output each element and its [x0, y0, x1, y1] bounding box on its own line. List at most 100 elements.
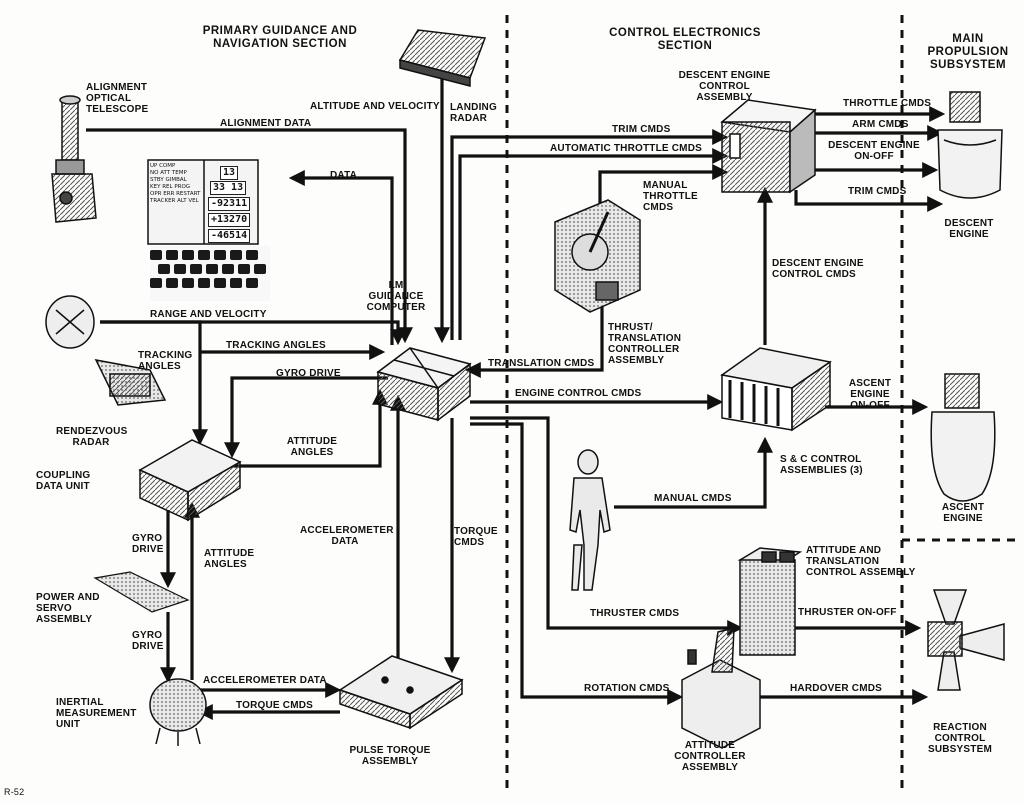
- coupling-data-unit-illustration: [138, 439, 242, 522]
- signal-ascent-on-off: ASCENT ENGINE ON-OFF: [848, 378, 892, 411]
- signal-gyro-drive-2: GYRO DRIVE: [132, 630, 164, 652]
- power-servo-illustration: [93, 571, 190, 613]
- dsky-indicator-label: UP: [150, 163, 158, 169]
- line-auto-throttle: [458, 148, 729, 340]
- rendezvous-radar-illustration: [45, 295, 167, 406]
- descent-engine-illustration: [937, 91, 1003, 199]
- imu-illustration: [149, 678, 207, 746]
- signal-translation-cmds: TRANSLATION CMDS: [488, 358, 595, 369]
- page-reference: R-52: [4, 787, 25, 797]
- signal-throttle-cmds: THROTTLE CMDS: [843, 98, 932, 109]
- atca-illustration: [737, 547, 803, 656]
- lgc-illustration: [376, 347, 472, 422]
- label-deca: DESCENT ENGINE CONTROL ASSEMBLY: [678, 70, 771, 103]
- dsky-indicator-label: OPR ERR: [150, 191, 175, 197]
- signal-tracking-angles: TRACKING ANGLES: [226, 340, 326, 351]
- dsky-indicator-label: NO ATT: [150, 170, 171, 176]
- label-coupling-data-unit: COUPLING DATA UNIT: [36, 470, 91, 492]
- label-rcs: REACTION CONTROL SUBSYSTEM: [927, 722, 993, 755]
- line-gyro-drive-cdu: [224, 376, 388, 459]
- signal-arm-cmds: ARM CMDS: [852, 119, 909, 130]
- astronaut-illustration: [569, 449, 611, 591]
- line-manual-cmds: [614, 436, 773, 509]
- pulse-torque-illustration: [338, 655, 464, 730]
- line-radar-cdu: [100, 320, 208, 446]
- line-trim-cmds-out: [794, 190, 944, 212]
- label-pulse-torque: PULSE TORQUE ASSEMBLY: [349, 745, 431, 767]
- section-dividers: [505, 15, 1020, 795]
- dsky-indicator-label: KEY REL: [150, 184, 173, 190]
- line-range-velocity: [100, 320, 406, 346]
- line-alignment-data: [86, 128, 413, 344]
- deca-illustration: [720, 99, 817, 194]
- alignment-telescope-illustration: [51, 95, 97, 223]
- line-data: [288, 170, 394, 345]
- section-primary-guidance: PRIMARY GUIDANCE AND NAVIGATION SECTION: [202, 25, 358, 50]
- dsky-indicator-label: COMP: [159, 163, 176, 169]
- dsky-indicator-label: ALT: [177, 198, 187, 204]
- dsky-readout-5: -46514: [208, 229, 251, 243]
- label-atca: ATTITUDE AND TRANSLATION CONTROL ASSEMBL…: [806, 545, 916, 578]
- signal-attitude-angles-imu: ATTITUDE ANGLES: [204, 548, 255, 570]
- signal-gyro-drive-cdu: GYRO DRIVE: [276, 368, 341, 379]
- label-descent-engine: DESCENT ENGINE: [944, 218, 994, 240]
- label-rendezvous-radar: RENDEZVOUS RADAR: [56, 426, 128, 448]
- signal-rotation-cmds: ROTATION CMDS: [584, 683, 670, 694]
- dsky-indicator-label: PROG: [174, 184, 191, 190]
- signal-lines: [86, 78, 946, 720]
- signal-torque-cmds-vert: TORQUE CMDS: [454, 526, 498, 548]
- signal-manual-cmds: MANUAL CMDS: [654, 493, 732, 504]
- signal-hardover-cmds: HARDOVER CMDS: [790, 683, 883, 694]
- signal-engine-control-cmds: ENGINE CONTROL CMDS: [515, 388, 642, 399]
- signal-trim-cmds: TRIM CMDS: [612, 124, 671, 135]
- ttca-illustration: [554, 199, 641, 313]
- label-sc-control: S & C CONTROL ASSEMBLIES (3): [780, 454, 863, 476]
- signal-torque-cmds: TORQUE CMDS: [236, 700, 314, 711]
- dsky-indicator-label: TEMP: [171, 170, 187, 176]
- signal-attitude-angles-cdu: ATTITUDE ANGLES: [286, 436, 338, 458]
- rcs-illustration: [927, 589, 1005, 691]
- section-control-electronics: CONTROL ELECTRONICS SECTION: [609, 27, 761, 52]
- label-range-velocity: RANGE AND VELOCITY: [150, 309, 267, 320]
- signal-data: DATA: [330, 170, 358, 181]
- label-imu: INERTIAL MEASUREMENT UNIT: [56, 697, 137, 730]
- line-attitude-angles-cdu: [232, 388, 388, 468]
- line-lgc-rotation: [470, 422, 684, 705]
- dsky-readout-3: -92311: [208, 197, 251, 211]
- line-trim-cmds: [450, 129, 729, 340]
- dsky-indicator-panel: UP COMP NO ATT TEMP STBY GIMBAL KEY REL …: [150, 163, 202, 205]
- dsky-keyboard: [150, 250, 266, 288]
- dsky-readout-2: 33 13: [210, 181, 247, 195]
- signal-trim-cmds-out: TRIM CMDS: [848, 186, 907, 197]
- landing-radar-illustration: [398, 29, 487, 87]
- signal-manual-throttle: MANUAL THROTTLE CMDS: [643, 180, 698, 213]
- signal-descent-on-off: DESCENT ENGINE ON-OFF: [828, 140, 920, 162]
- signal-gyro-drive-1: GYRO DRIVE: [132, 533, 164, 555]
- signal-thruster-cmds: THRUSTER CMDS: [590, 608, 680, 619]
- line-translation-cmds: [464, 300, 604, 378]
- label-lgc: LM GUIDANCE COMPUTER: [366, 280, 426, 313]
- dsky-readout-4: +13270: [208, 213, 251, 227]
- signal-accelerometer-data-vert: ACCELEROMETER DATA: [300, 525, 394, 547]
- section-main-propulsion: MAIN PROPULSION SUBSYSTEM: [927, 33, 1009, 71]
- label-ttca: THRUST/ TRANSLATION CONTROLLER ASSEMBLY: [608, 322, 682, 366]
- label-landing-radar: LANDING RADAR: [450, 102, 497, 124]
- signal-auto-throttle: AUTOMATIC THROTTLE CMDS: [550, 143, 702, 154]
- ascent-engine-illustration: [930, 373, 996, 502]
- signal-alignment-data: ALIGNMENT DATA: [220, 118, 312, 129]
- dsky-indicator-label: RESTART: [176, 191, 201, 197]
- signal-tracking-angles-rr: TRACKING ANGLES: [138, 350, 193, 372]
- dsky-indicator-label: TRACKER: [150, 198, 176, 204]
- dsky-indicator-label: GIMBAL: [165, 177, 187, 183]
- dsky-indicator-label: STBY: [150, 177, 164, 183]
- signal-altitude-velocity: ALTITUDE AND VELOCITY: [310, 101, 440, 112]
- signal-accelerometer-data: ACCELEROMETER DATA: [203, 675, 327, 686]
- label-power-servo: POWER AND SERVO ASSEMBLY: [36, 592, 100, 625]
- dsky-readout-1: 13: [220, 166, 239, 180]
- signal-descent-engine-control-cmds: DESCENT ENGINE CONTROL CMDS: [772, 258, 864, 280]
- dsky-indicator-label: VEL: [188, 198, 199, 204]
- line-lgc-thruster: [470, 416, 744, 636]
- label-aca: ATTITUDE CONTROLLER ASSEMBLY: [674, 740, 746, 773]
